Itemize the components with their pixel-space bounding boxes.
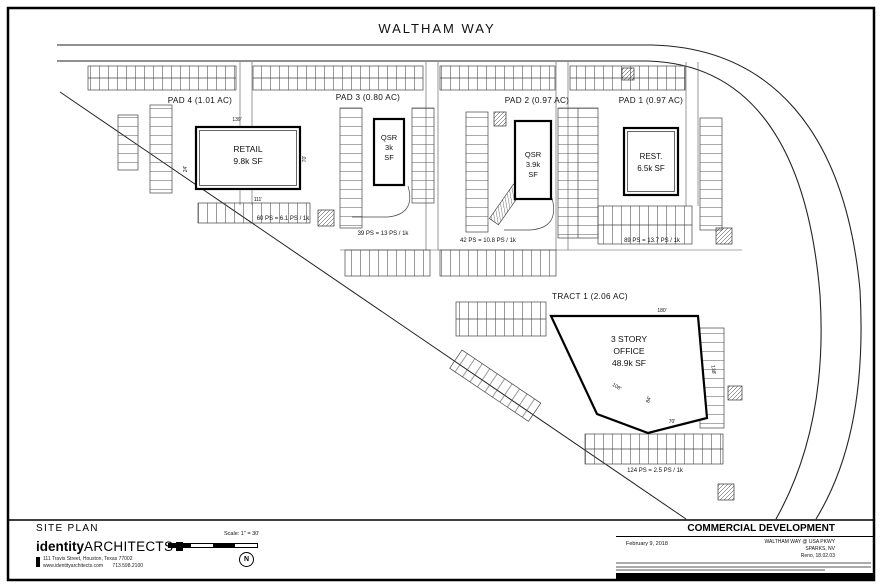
location-line1: WALTHAM WAY @ USA PKWY	[764, 539, 835, 545]
qsr39k-label-line3: SF	[528, 170, 538, 179]
pad3-label: PAD 3 (0.80 AC)	[336, 93, 400, 102]
roads	[57, 44, 862, 520]
disclaimer-line	[616, 565, 871, 568]
dimension-label: 108'	[611, 382, 622, 392]
pad3-parking-note: 39 PS = 13 PS / 1k	[358, 231, 410, 237]
scale-segment	[169, 544, 191, 547]
office-building	[549, 314, 709, 435]
pad1-parking-note: 89 PS = 13.7 PS / 1k	[624, 238, 681, 244]
office-label-line2: OFFICE	[613, 346, 644, 356]
rest-label-line1: REST.	[640, 152, 663, 161]
disclaimer-text	[616, 562, 873, 572]
retail-building-inner	[199, 130, 297, 186]
road-edge-inner	[57, 60, 822, 520]
sheet-border	[6, 6, 876, 582]
dimension-label: 111'	[254, 197, 263, 203]
utility-pad	[621, 67, 635, 81]
dimension-label: 180'	[657, 308, 666, 314]
qsr3k-label-line2: 3k	[385, 143, 393, 152]
dimension-label: 138'	[710, 365, 717, 375]
qsr-39k-building	[513, 119, 553, 201]
disclaimer-line	[616, 569, 826, 572]
office-label-line1: 3 STORY	[611, 334, 647, 344]
parking-row	[465, 111, 489, 233]
project-title: COMMERCIAL DEVELOPMENT	[616, 523, 873, 537]
dimension-label: 139'	[232, 117, 241, 123]
titleblock-right: COMMERCIAL DEVELOPMENT February 9, 2018 …	[616, 523, 873, 582]
scale-label: Scale: 1" = 30'	[224, 531, 260, 537]
restaurant-building-inner	[627, 131, 675, 192]
drive-thru-lane	[504, 197, 554, 231]
firm-phone: 713.598.2100	[112, 562, 144, 569]
parking-row	[449, 349, 542, 422]
utility-pad	[317, 209, 335, 227]
graphic-scale-bar	[168, 543, 258, 548]
pad4-parking-note: 60 PS = 6.1 PS / 1k	[257, 216, 311, 222]
dimension-label: 84'	[645, 396, 652, 404]
disclaimer-line	[616, 562, 871, 565]
firm-address: 111 Travis Street, Houston, Texas 77002	[43, 556, 133, 562]
parking-row	[197, 202, 311, 224]
utility-pad	[715, 227, 733, 245]
firm-website: www.identityarchitects.com	[43, 562, 104, 569]
dimension-label: 24'	[183, 166, 189, 173]
building-labels: RETAIL 9.8k SF QSR 3k SF QSR 3.9k SF RES…	[233, 133, 665, 368]
parking-row	[149, 104, 173, 194]
parking-row	[344, 249, 431, 277]
road-edge-outer	[57, 44, 862, 520]
tract1-parking-note: 124 PS = 2.5 PS / 1k	[627, 468, 684, 474]
parking-notes: 60 PS = 6.1 PS / 1k 39 PS = 13 PS / 1k 4…	[257, 216, 684, 474]
project-location: WALTHAM WAY @ USA PKWY SPARKS, NV Reno, …	[764, 539, 873, 559]
street-name-label: WALTHAM WAY	[378, 21, 495, 36]
qsr39k-label-line2: 3.9k	[526, 160, 540, 169]
parking-areas	[87, 65, 725, 465]
scale-segment	[235, 544, 257, 547]
pad-labels: PAD 4 (1.01 AC) PAD 3 (0.80 AC) PAD 2 (0…	[168, 93, 683, 301]
office-label-line3: 48.9k SF	[612, 358, 646, 368]
rest-label-line2: 6.5k SF	[637, 164, 665, 173]
pad2-label: PAD 2 (0.97 AC)	[505, 96, 569, 105]
qsr3k-label-line3: SF	[384, 153, 394, 162]
retail-building	[194, 125, 302, 191]
parking-row	[339, 107, 363, 229]
pad1-label: PAD 1 (0.97 AC)	[619, 96, 683, 105]
sheet-date: February 9, 2018	[626, 541, 668, 547]
retail-label-line1: RETAIL	[233, 144, 262, 154]
drive-thru-lane	[352, 185, 411, 218]
qsr39k-label-line1: QSR	[525, 150, 542, 159]
utility-pad	[717, 483, 735, 501]
scale-segment	[191, 544, 213, 547]
sheet-title: SITE PLAN	[36, 523, 99, 534]
parking-row	[699, 117, 723, 231]
firm-contact-bullet	[36, 557, 40, 567]
north-arrow-icon: N	[239, 552, 254, 567]
location-line3: Reno, 18.02.03	[800, 552, 835, 559]
qsr3k-label-line1: QSR	[381, 133, 398, 142]
utility-pads	[317, 67, 743, 501]
dimension-label: 70'	[669, 419, 676, 425]
scale-segment	[213, 544, 235, 547]
titleblock-black-bar	[616, 573, 873, 582]
utility-pad	[493, 111, 507, 127]
dimension-label: 70'	[302, 156, 308, 163]
pad4-label: PAD 4 (1.01 AC)	[168, 96, 232, 105]
parking-row	[439, 249, 557, 277]
firm-contact: 111 Travis Street, Houston, Texas 77002 …	[36, 556, 183, 569]
firm-name-rest: ARCHITECTS	[84, 539, 174, 554]
utility-pad	[727, 385, 743, 401]
restaurant-building	[622, 126, 680, 197]
firm-name-bold: identity	[36, 539, 85, 554]
buildings	[194, 117, 709, 435]
pad2-parking-note: 42 PS = 10.8 PS / 1k	[460, 238, 517, 244]
location-line2: SPARKS, NV	[805, 545, 835, 552]
retail-label-line2: 9.8k SF	[233, 156, 262, 166]
tract1-label: TRACT 1 (2.06 AC)	[552, 292, 628, 301]
parking-row	[117, 114, 139, 171]
dimension-labels: 139' 24' 70' 111' 180' 108' 138' 84' 70'	[183, 117, 716, 425]
qsr-3k-building	[372, 117, 406, 187]
parking-row	[411, 107, 435, 204]
